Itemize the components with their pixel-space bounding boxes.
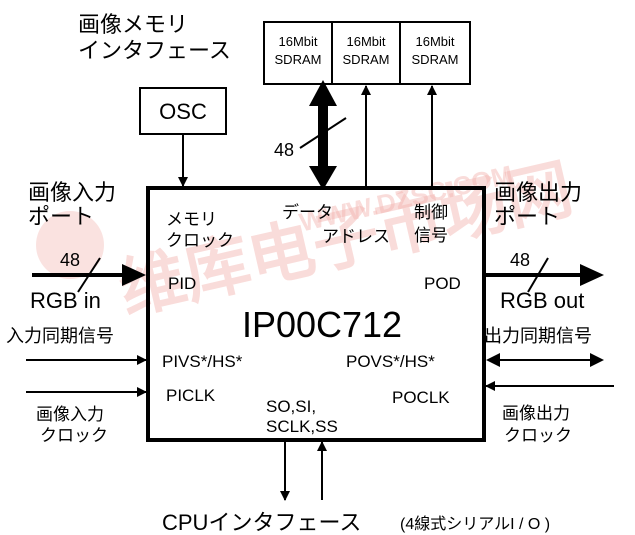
pivs-label: PIVS*/HS*: [162, 352, 243, 371]
cpu-interface-label: CPUインタフェース: [162, 510, 361, 535]
osc-label: OSC: [159, 99, 207, 124]
output-clock-label-line1: 画像出力: [502, 404, 570, 423]
rgb-in-arrow: [32, 264, 146, 286]
rgb-in-slash: [77, 257, 101, 293]
address-label: アドレス: [322, 227, 390, 246]
sdram-group: 16Mbit SDRAM 16Mbit SDRAM 16Mbit SDRAM: [263, 21, 471, 85]
input-port-label-line1: 画像入力: [28, 180, 116, 205]
serial-signals-line1: SO,SI,: [266, 397, 316, 416]
input-port-label-line2: ポート: [28, 204, 94, 229]
chip-box: [146, 186, 486, 442]
rgb-out-slash: [527, 257, 549, 293]
memory-clock-label-line2: クロック: [166, 231, 234, 250]
povs-label: POVS*/HS*: [346, 352, 435, 371]
sdram-box-2: [331, 21, 401, 85]
memory-clock-label-line1: メモリ: [166, 210, 217, 229]
watermark: 维库电子市场网 WWW.DZSC.COM: [36, 151, 579, 327]
rgb-in-width: 48: [60, 250, 80, 270]
sdram-1-size: 16Mbit: [278, 34, 317, 49]
rgb-in-label: RGB in: [30, 288, 101, 313]
input-clock-label-line1: 画像入力: [36, 405, 104, 424]
sdram-3-size: 16Mbit: [415, 34, 454, 49]
cpu-interface-note: (4線式シリアルI / O ): [400, 515, 550, 533]
memory-interface-label-line2: インタフェース: [78, 38, 231, 63]
data-bus-slash: [299, 117, 347, 149]
pod-label: POD: [424, 274, 461, 293]
input-sync-label: 入力同期信号: [6, 326, 114, 346]
poclk-label: POCLK: [392, 388, 450, 407]
chip-name: IP00C712: [242, 304, 402, 345]
control-signal-label-line2: 信号: [414, 226, 448, 245]
sdram-box-3: [399, 21, 471, 85]
rgb-out-arrow: [484, 264, 604, 286]
output-sync-arrow: [486, 353, 604, 367]
rgb-out-label: RGB out: [500, 288, 584, 313]
output-port-label-line1: 画像出力: [494, 180, 582, 205]
output-clock-label-line2: クロック: [504, 426, 572, 445]
rgb-out-width: 48: [510, 250, 530, 270]
data-label: データ: [282, 202, 333, 222]
piclk-label: PICLK: [166, 386, 216, 405]
sdram-3-type: SDRAM: [412, 52, 459, 67]
sdram-2-size: 16Mbit: [346, 34, 385, 49]
memory-interface-label-line1: 画像メモリ: [78, 12, 188, 37]
output-sync-label: 出力同期信号: [484, 326, 592, 346]
data-bus-arrow: [309, 80, 337, 190]
watermark-logo: [36, 211, 104, 279]
data-bus-width: 48: [274, 140, 294, 160]
serial-signals-line2: SCLK,SS: [266, 417, 338, 436]
control-signal-label-line1: 制御: [414, 203, 448, 222]
sdram-2-type: SDRAM: [343, 52, 390, 67]
pid-label: PID: [168, 274, 196, 293]
sdram-1-type: SDRAM: [275, 52, 322, 67]
input-clock-label-line2: クロック: [40, 426, 108, 445]
output-port-label-line2: ポート: [494, 204, 560, 229]
